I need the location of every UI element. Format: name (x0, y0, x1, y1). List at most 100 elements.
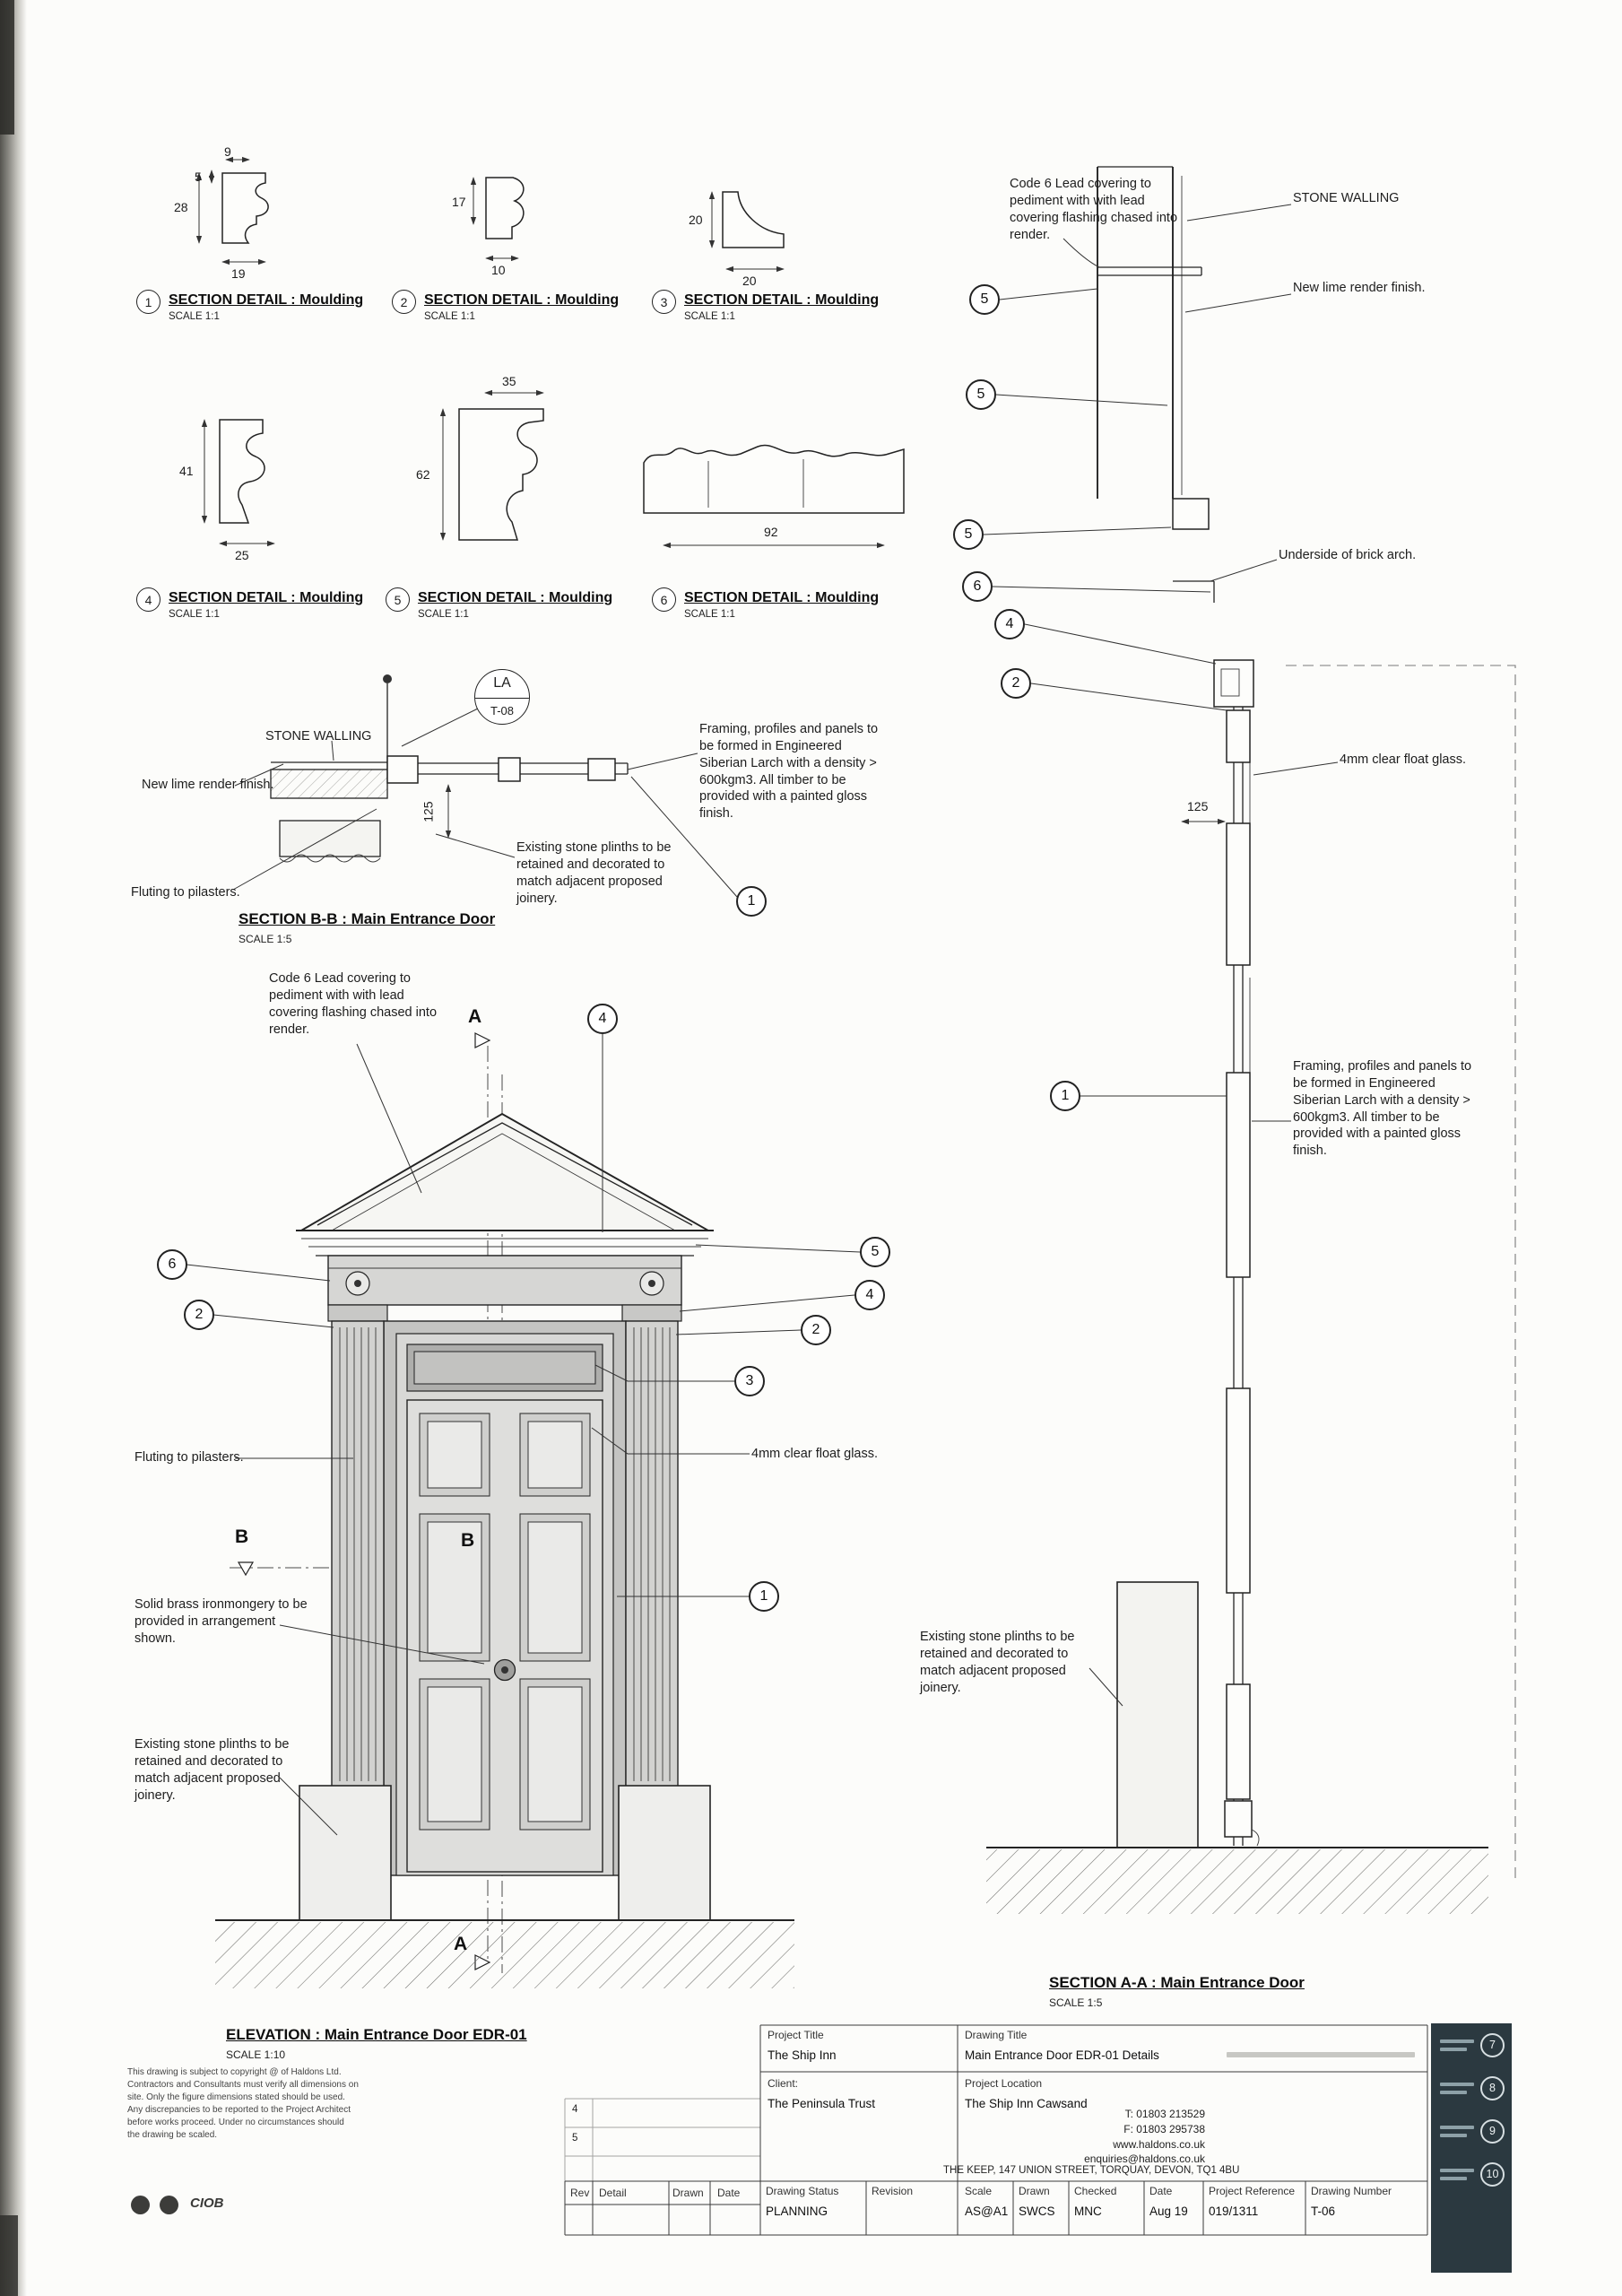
glass-label: 4mm clear float glass. (1340, 752, 1467, 767)
contact-block: T: 01803 213529 F: 01803 295738 www.hald… (965, 2107, 1205, 2167)
dimension-value: 35 (502, 374, 516, 388)
moulding-profile-2 (470, 177, 525, 262)
callout-1: 1 (736, 886, 767, 917)
title-block-lines (564, 2024, 1428, 2236)
moulding-profile-3 (708, 191, 785, 273)
key-row: 8 (1431, 2066, 1512, 2109)
detail-number-bubble: 6 (652, 587, 676, 612)
lead-covering-note: Code 6 Lead covering to pediment with wi… (1010, 177, 1178, 242)
detail-number-bubble: 2 (392, 290, 416, 314)
key-text-lines (1440, 2168, 1474, 2180)
moulding-profile-4 (201, 419, 275, 547)
lime-render-label: New lime render finish. (1293, 281, 1426, 295)
bubble-sheet: T-08 (490, 704, 514, 718)
callout-4: 4 (994, 609, 1025, 639)
key-number-bubble: 7 (1480, 2032, 1505, 2057)
ciob-logo: CIOB (190, 2196, 224, 2211)
bubble-reference: LA (475, 670, 529, 699)
rev-label: Rev (570, 2187, 590, 2199)
section-aa-scale: SCALE 1:5 (1049, 1996, 1103, 2009)
fluting-label: Fluting to pilasters. (131, 885, 240, 900)
project-location-label: Project Location (965, 2077, 1043, 2090)
drawing-reference-bubble: LA T-08 (474, 669, 530, 725)
glass-label: 4mm clear float glass. (751, 1447, 879, 1461)
moulding-profile-5 (439, 389, 544, 541)
elevation-title: ELEVATION : Main Entrance Door EDR-01 (226, 2026, 527, 2043)
scale-value: AS@A1 (965, 2205, 1009, 2218)
moulding-detail-label-5: 5 SECTION DETAIL : Moulding SCALE 1:1 (386, 587, 612, 620)
brick-arch-label: Underside of brick arch. (1279, 548, 1417, 562)
drawn-by-label: Drawn (1019, 2185, 1050, 2197)
section-bb-plan (232, 674, 738, 898)
key-number-bubble: 9 (1480, 2118, 1505, 2144)
key-text-lines (1440, 2082, 1474, 2094)
section-marker-b-right: B (461, 1530, 475, 1551)
phone: T: 01803 213529 (1124, 2108, 1205, 2120)
detail-number-bubble: 4 (136, 587, 160, 612)
callout-4: 4 (587, 1004, 618, 1034)
dimension-value: 9 (224, 144, 231, 159)
drawing-status-label: Drawing Status (766, 2185, 839, 2197)
date-label: Date (717, 2187, 741, 2199)
callout-2: 2 (801, 1315, 831, 1345)
key-text-lines (1440, 2125, 1474, 2137)
drawn-by-value: SWCS (1019, 2205, 1055, 2218)
callout-4: 4 (854, 1280, 885, 1310)
detail-title: SECTION DETAIL : Moulding (169, 292, 364, 308)
moulding-detail-label-3: 3 SECTION DETAIL : Moulding SCALE 1:1 (652, 290, 879, 322)
project-reference-label: Project Reference (1209, 2185, 1296, 2197)
key-row: 9 (1431, 2109, 1512, 2152)
revision-label: Revision (872, 2185, 914, 2197)
callout-2: 2 (1001, 668, 1031, 699)
email: enquiries@haldons.co.uk (1084, 2152, 1205, 2166)
key-number-bubble: 10 (1480, 2161, 1505, 2187)
dimension-125: 125 (1187, 799, 1209, 813)
callout-5: 5 (860, 1237, 890, 1267)
section-marker-b-left: B (235, 1526, 249, 1547)
address: THE KEEP, 147 UNION STREET, TORQUAY, DEV… (943, 2165, 1240, 2176)
lime-render-label: New lime render finish. (142, 778, 274, 792)
scan-corner-artifact (0, 2215, 18, 2296)
moulding-detail-label-2: 2 SECTION DETAIL : Moulding SCALE 1:1 (392, 290, 620, 322)
dimension-125: 125 (421, 801, 436, 822)
moulding-detail-label-4: 4 SECTION DETAIL : Moulding SCALE 1:1 (136, 587, 364, 620)
section-marker-a-top: A (468, 1006, 482, 1027)
drawing-number-label: Drawing Number (1311, 2185, 1392, 2197)
sheet-key-panel: 7 8 9 10 (1431, 2023, 1512, 2273)
dimension-value: 20 (742, 274, 757, 288)
detail-scale: SCALE 1:1 (684, 609, 735, 620)
fine-print-line (1227, 2052, 1415, 2057)
checked-label: Checked (1074, 2185, 1117, 2197)
drawing-number-value: T-06 (1311, 2205, 1336, 2218)
section-marker-a-bottom: A (454, 1934, 468, 1954)
detail-title: SECTION DETAIL : Moulding (424, 292, 620, 308)
drawing-status-value: PLANNING (766, 2205, 828, 2218)
framing-note: Framing, profiles and panels to be forme… (1293, 1059, 1472, 1159)
revision-number: 4 (572, 2104, 578, 2115)
detail-scale: SCALE 1:1 (169, 609, 220, 620)
key-row: 7 (1431, 2023, 1512, 2066)
callout-5: 5 (966, 379, 996, 410)
scan-corner-artifact (0, 0, 14, 135)
detail-scale: SCALE 1:1 (418, 609, 469, 620)
date-value: Aug 19 (1149, 2205, 1188, 2218)
project-location-value: The Ship Inn Cawsand (965, 2097, 1088, 2110)
detail-title: SECTION DETAIL : Moulding (684, 590, 880, 605)
scan-edge-shadow (0, 0, 27, 2296)
elevation-scale: SCALE 1:10 (226, 2048, 286, 2061)
plinth-note: Existing stone plinths to be retained an… (134, 1737, 290, 1803)
key-row: 10 (1431, 2152, 1512, 2196)
detail-title: SECTION DETAIL : Moulding (169, 590, 364, 605)
drawing-title-value: Main Entrance Door EDR-01 Details (965, 2048, 1159, 2062)
callout-6: 6 (157, 1249, 187, 1280)
revision-number: 5 (572, 2133, 578, 2144)
detail-scale: SCALE 1:1 (684, 311, 735, 322)
scale-label: Scale (965, 2185, 993, 2197)
detail-number-bubble: 3 (652, 290, 676, 314)
dimension-value: 5 (195, 170, 202, 184)
accreditation-logo-icon (131, 2196, 150, 2214)
client-value: The Peninsula Trust (768, 2097, 876, 2110)
client-label: Client: (768, 2077, 799, 2090)
